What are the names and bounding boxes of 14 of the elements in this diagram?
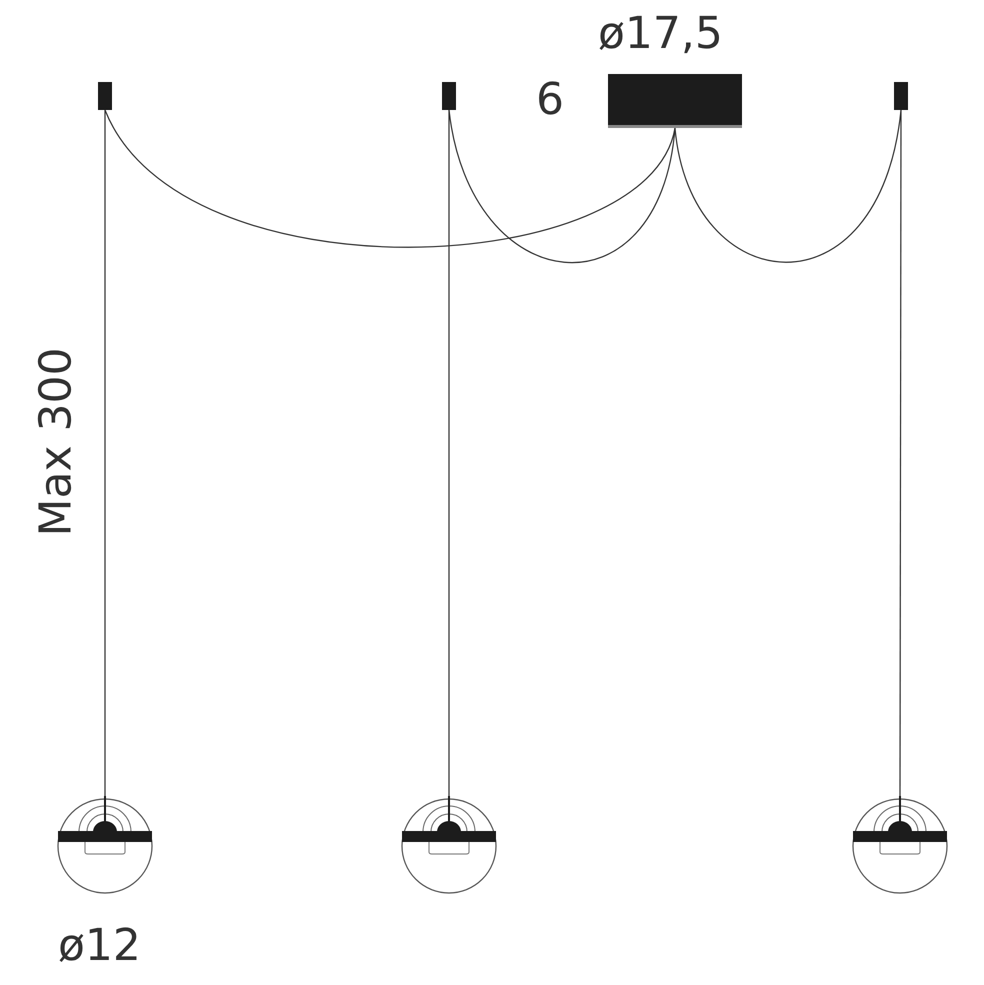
ceiling-hook: [442, 82, 456, 110]
dimension-label: Max 300: [34, 348, 78, 536]
cable: [104, 110, 676, 248]
dimension-label: ø12: [58, 924, 141, 968]
cable: [448, 110, 676, 263]
suspension-wire: [448, 110, 450, 796]
ceiling-hook: [894, 82, 908, 110]
ceiling-hook: [98, 82, 112, 110]
dimension-label: 6: [536, 78, 564, 122]
ceiling-canopy: [608, 74, 742, 128]
suspension-wire: [104, 110, 106, 796]
dimension-label: ø17,5: [598, 12, 723, 56]
suspension-wire: [899, 110, 902, 796]
cable: [674, 110, 902, 263]
